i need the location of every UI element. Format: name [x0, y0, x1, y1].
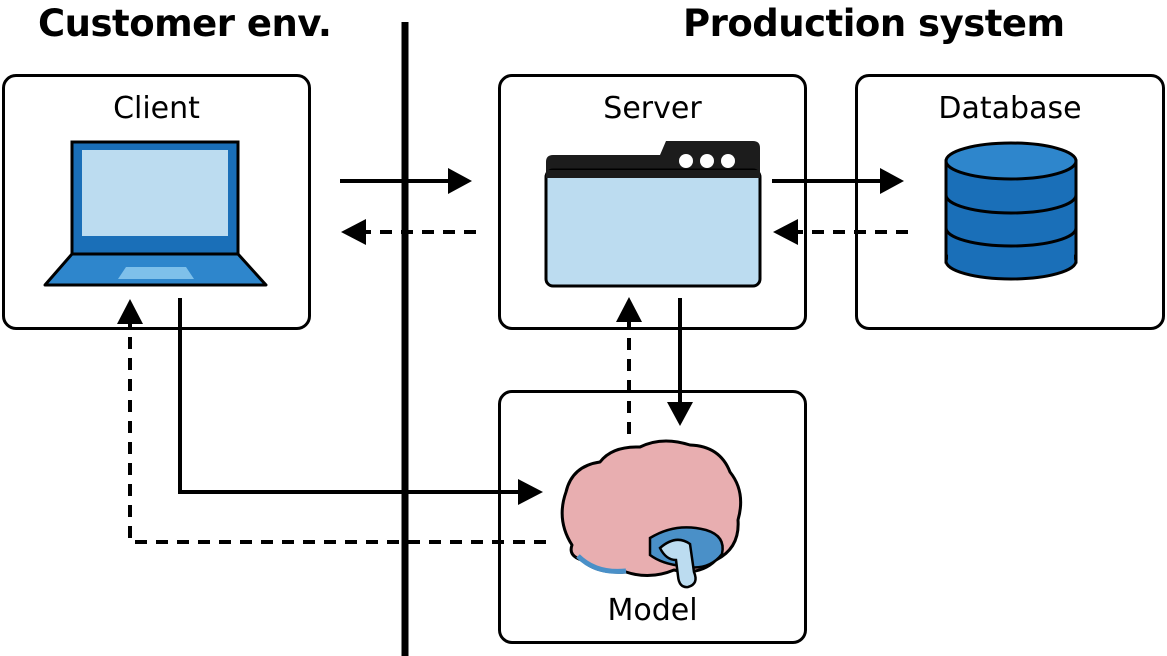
client-box: Client [2, 74, 311, 330]
browser-window-icon [544, 141, 762, 288]
database-box: Database [855, 74, 1165, 330]
client-label: Client [113, 91, 200, 126]
request-arrows [178, 179, 882, 494]
request-arrowheads [448, 168, 904, 505]
response-arrows [128, 230, 908, 544]
laptop-icon [43, 140, 268, 287]
database-label: Database [938, 91, 1082, 126]
brain-icon [560, 439, 743, 589]
production-system-heading: Production system [683, 2, 1065, 45]
response-arrowheads [117, 219, 798, 324]
server-label: Server [603, 91, 702, 126]
model-label: Model [607, 593, 698, 628]
customer-env-heading: Customer env. [38, 2, 332, 45]
database-icon [944, 141, 1078, 281]
